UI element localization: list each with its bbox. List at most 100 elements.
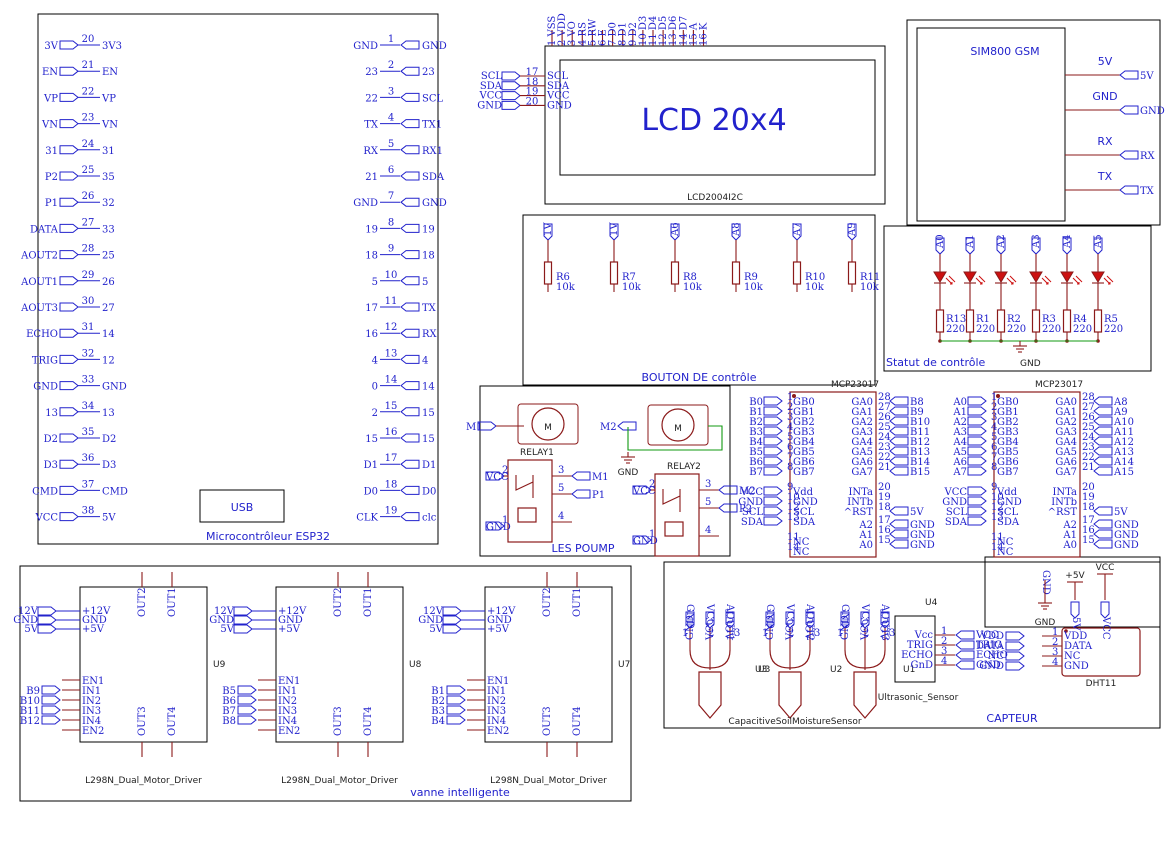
driver-2-pwr-net: 12V <box>214 606 235 617</box>
mcp2-right-net: A14 <box>1113 457 1134 468</box>
mcp1-left-num: 2 <box>787 402 793 413</box>
esp32-left-name: 12 <box>102 355 115 366</box>
mcp2-right-num: 24 <box>1082 432 1095 443</box>
esp32-left-name: 33 <box>102 224 115 235</box>
driver-1-in-flag <box>41 685 61 695</box>
relay2-title: RELAY2 <box>667 462 701 472</box>
lcd-top-pin: 4 RS <box>577 22 588 46</box>
led-net: A1 <box>965 234 976 249</box>
mcp2-left-name: GB4 <box>997 437 1019 448</box>
driver-1-en-pin: IN3 <box>82 706 101 717</box>
button-resistor <box>792 261 802 285</box>
mcp2-right-name: GA7 <box>1055 467 1077 478</box>
soil-3-n2: 2 <box>863 628 869 639</box>
mcp2-addr-flag <box>1093 529 1113 539</box>
dht-5v-tick: 5V <box>1070 617 1081 631</box>
mcp1-int-name: INTb <box>847 497 873 508</box>
mcp1-right-flag <box>889 416 909 426</box>
led-diode <box>933 271 947 283</box>
dht-5v-label: +5V <box>1065 571 1085 581</box>
mcp2-left-net: A5 <box>952 447 967 458</box>
led-diode <box>963 271 977 283</box>
driver-3-out-top: OUT1 <box>572 587 583 617</box>
mcp2-right-num: 26 <box>1082 412 1095 423</box>
dht11-pin: DATA <box>1064 641 1093 652</box>
led-ref: R1 <box>976 314 990 325</box>
soil-3-flag <box>880 611 890 629</box>
driver-3-in-flag <box>446 695 466 705</box>
esp32-right-num: 12 <box>385 322 398 333</box>
mcp2-left-name: GB2 <box>997 417 1019 428</box>
mcp1-left-name: GB3 <box>793 427 815 438</box>
lcd-left-net: VCC <box>478 91 502 102</box>
driver-3-out-top: OUT2 <box>542 587 553 617</box>
lcd-top-pin: 16 K <box>699 22 710 46</box>
drivers-title: vanne intelligente <box>410 786 510 799</box>
driver-2-en-pin: IN1 <box>278 686 297 697</box>
driver-1-out-bot: OUT4 <box>167 706 178 736</box>
mcp1-pwr-num: 10 <box>787 492 800 503</box>
mcp2-left-num: 7 <box>991 452 997 463</box>
driver-1-out-bot: OUT3 <box>137 706 148 736</box>
mcp1-pwr-flag <box>763 496 783 506</box>
button-ref: R11 <box>860 272 880 283</box>
esp32-right-num: 18 <box>385 479 398 490</box>
dht11-pin: GND <box>1064 661 1089 672</box>
dht-ground <box>1038 598 1052 610</box>
esp32-right-flag <box>400 512 420 522</box>
mcp2-right-flag <box>1093 446 1113 456</box>
soil-2-n3: 3 <box>814 628 820 639</box>
esp32-left-name: 27 <box>102 303 115 314</box>
mcp1-left-num: 4 <box>787 422 793 433</box>
mcp2-pwr-flag <box>967 516 987 526</box>
esp32-left-num: 22 <box>82 86 95 97</box>
relay1-coil <box>517 507 537 523</box>
mcp1-left-flag <box>763 406 783 416</box>
mcp1-left-name: GB0 <box>793 397 815 408</box>
esp32-right-net: 18 <box>422 251 435 262</box>
relay2-vcc: VCC <box>632 486 656 497</box>
esp32-right-flag <box>400 250 420 260</box>
led-net-flag <box>965 237 975 255</box>
mcp2-addr-num: 17 <box>1082 515 1095 526</box>
driver-2-out-top: OUT2 <box>333 587 344 617</box>
led-val: 220 <box>1073 324 1092 335</box>
esp32-right-net: 19 <box>422 224 435 235</box>
dht11-net: GND <box>979 661 1004 672</box>
mcp2-left-flag <box>967 416 987 426</box>
esp32-right-net: D1 <box>422 460 436 471</box>
driver-1-en-pin: IN1 <box>82 686 101 697</box>
driver-3-in-flag <box>446 715 466 725</box>
ultrasonic-ref: U4 <box>925 598 938 608</box>
esp32-left-name: 3V3 <box>102 41 122 52</box>
mcp1-right-net: B9 <box>910 407 924 418</box>
button-resistor <box>543 261 553 285</box>
esp32-right-num: 5 <box>388 139 394 150</box>
driver-3-out-bot: OUT4 <box>572 706 583 736</box>
soil-1-pin: VCC <box>705 617 716 641</box>
mcp1-pwr-net: SDA <box>741 517 764 528</box>
soil-2-pin: GND <box>765 615 776 640</box>
driver-2-out-bot: OUT3 <box>333 706 344 736</box>
sim800-net: RX <box>1140 151 1156 162</box>
mcp1-addr-num: 16 <box>878 525 891 536</box>
driver-1-in-flag <box>41 695 61 705</box>
led-net: A2 <box>996 234 1007 249</box>
mcp2-left-flag <box>967 456 987 466</box>
lcd-frame <box>544 45 886 205</box>
driver-2-en-pin: EN2 <box>278 726 300 737</box>
mcp1-pwr-net: SCL <box>742 507 764 518</box>
mcp1-right-num: 26 <box>878 412 891 423</box>
lcd-top-pin: 13 D6 <box>668 16 679 46</box>
mcp2-right-flag <box>1093 416 1113 426</box>
mcp1-left-flag <box>763 416 783 426</box>
driver-1-in-flag <box>41 705 61 715</box>
mcp1-right-num: 24 <box>878 432 891 443</box>
mcp2-pwr-name: SCL <box>997 507 1019 518</box>
mcp2-pwr-net: SCL <box>946 507 968 518</box>
buttons-title: BOUTON DE contrôle <box>642 371 757 384</box>
mcp2-right-name: GA4 <box>1055 437 1077 448</box>
driver-3-in-net: B2 <box>431 696 445 707</box>
